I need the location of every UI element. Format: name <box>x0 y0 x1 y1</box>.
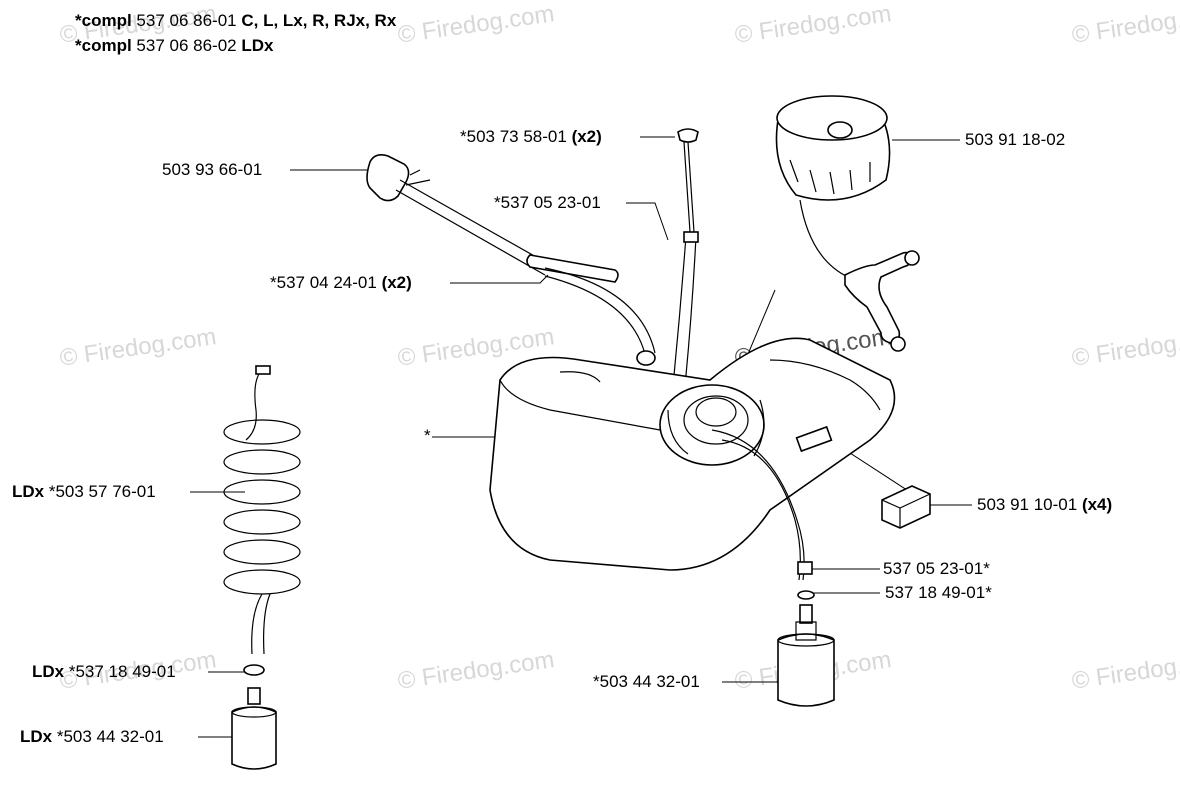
callout-label[interactable]: LDx *503 57 76-01 <box>12 482 156 501</box>
callout-label[interactable]: *503 73 58-01 (x2) <box>460 127 602 146</box>
callout-label[interactable]: 503 91 18-02 <box>965 130 1066 149</box>
callout-label[interactable]: 503 93 66-01 <box>162 160 263 179</box>
fuel-cap-icon <box>775 95 920 352</box>
callout-label[interactable]: * <box>424 426 431 445</box>
callout-label[interactable]: *537 05 23-01 <box>494 193 601 212</box>
left-fuel-filter-icon <box>231 687 277 770</box>
callout-label[interactable]: LDx *503 44 32-01 <box>20 727 164 746</box>
callout-label[interactable]: *537 04 24-01 (x2) <box>270 273 412 292</box>
callout-label[interactable]: *503 44 32-01 <box>593 672 700 691</box>
callout-label[interactable]: 503 91 10-01 (x4) <box>977 495 1113 514</box>
callout-label[interactable]: 537 05 23-01* <box>883 559 990 578</box>
fuel-tank-icon <box>489 337 896 571</box>
fuel-line-connector <box>366 154 656 366</box>
header-line-1: *compl 537 06 86-01 C, L, Lx, R, RJx, Rx <box>75 11 397 30</box>
callout-label[interactable]: 537 18 49-01* <box>885 583 992 602</box>
rubber-foot-icon <box>881 485 931 529</box>
header-line-2: *compl 537 06 86-02 LDx <box>75 36 274 55</box>
callout-label[interactable]: LDx *537 18 49-01 <box>32 662 176 681</box>
fuel-filter-icon <box>777 604 835 707</box>
coil-hose-icon <box>223 365 301 655</box>
grommet-icon <box>677 128 699 143</box>
